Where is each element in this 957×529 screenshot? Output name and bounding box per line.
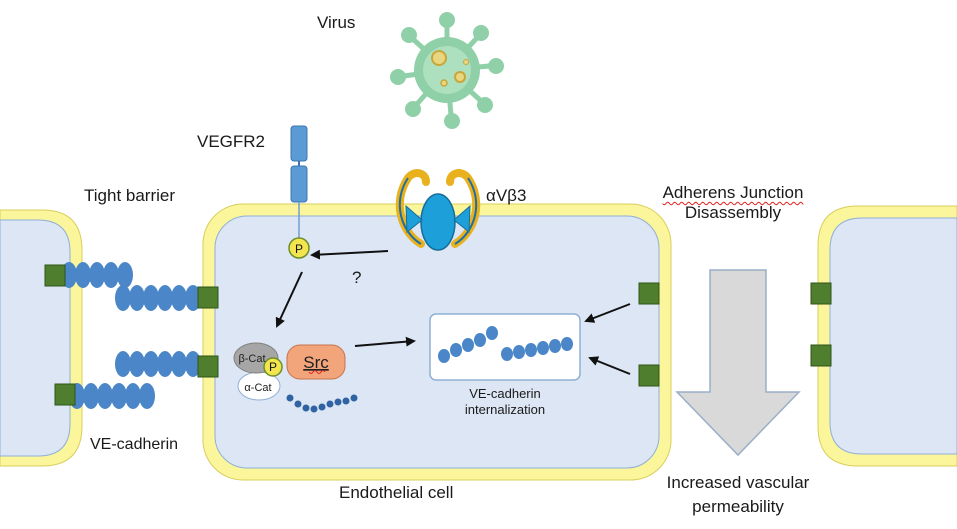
virus-label: Virus [317,13,356,32]
left-neighbor-cell [0,209,83,467]
src-kinase-label: Src [303,353,329,372]
adherens-line-2: Disassembly [684,203,782,222]
tight-barrier-label: Tight barrier [84,186,176,205]
catenin-phospho-label: P [269,360,277,374]
right-neighbor-cell [817,205,957,467]
catenin-src-complex: β-Cat P α-Cat Src [233,342,346,401]
adherens-line-1: Adherens Junction [662,183,804,202]
signaling-arrows [275,249,631,375]
adherens-junction-label: Adherens Junction Disassembly [628,183,838,223]
vegfr2-label: VEGFR2 [197,132,266,151]
vegfr2-receptor [290,125,308,238]
cytoplasmic-fragment [286,394,358,413]
permeability-line-1: Increased vascular [666,473,810,492]
permeability-line-2: permeability [692,497,784,516]
internalization-label: VE-cadherin internalization [430,386,580,418]
virus-particle [390,12,504,129]
internalization-line-2: internalization [464,402,546,417]
alpha-catenin-label: α-Cat [244,382,271,394]
unknown-link-label: ? [352,268,362,287]
beta-catenin-label: β-Cat [238,353,265,365]
endothelial-cell-label: Endothelial cell [339,483,454,502]
internalization-box [429,313,581,381]
vegfr2-phospho: P [288,237,310,259]
junction-anchors [44,264,832,406]
permeability-label: Increased vascular permeability [628,471,848,519]
permeability-arrow [675,269,801,457]
internalization-line-1: VE-cadherin [469,386,541,401]
integrin-avb3 [395,169,481,251]
integrin-label: αVβ3 [486,186,527,205]
ve-cadherin-label: VE-cadherin [90,436,179,453]
vegfr2-phospho-label: P [295,242,303,256]
